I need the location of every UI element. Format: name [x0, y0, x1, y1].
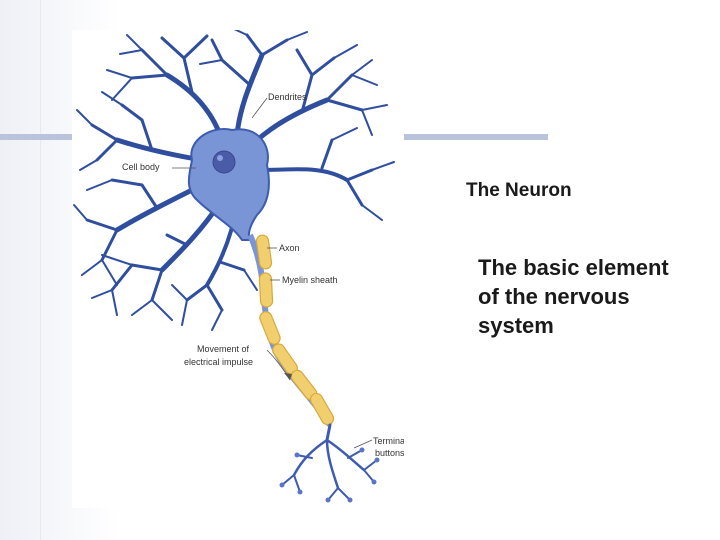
slide-title: The Neuron	[466, 180, 572, 201]
label-cell-body: Cell body	[122, 162, 160, 172]
label-leader-lines	[172, 97, 373, 449]
label-movement-line1: Movement of	[197, 344, 250, 354]
decorative-bar-left	[0, 134, 72, 140]
nucleus	[212, 150, 236, 174]
label-terminal-line1: Terminal	[373, 436, 404, 446]
myelin-sheath-segments	[255, 234, 335, 426]
neuron-diagram: Dendrites Cell body Axon Myelin sheath M…	[73, 30, 404, 503]
label-axon: Axon	[279, 243, 300, 253]
neuron-figure: Dendrites Cell body Axon Myelin sheath M…	[72, 30, 404, 508]
slide-body-text: The basic element of the nervous system	[478, 255, 669, 338]
decorative-vertical-line	[40, 0, 41, 540]
decorative-bar-right	[404, 134, 548, 140]
label-myelin-sheath: Myelin sheath	[282, 275, 338, 285]
terminal-buttons	[279, 447, 380, 503]
label-movement-line2: electrical impulse	[184, 357, 253, 367]
terminal-branches	[281, 423, 378, 501]
label-dendrites: Dendrites	[268, 92, 307, 102]
label-terminal-line2: buttons	[375, 448, 404, 458]
nucleus-highlight	[217, 155, 223, 161]
cell-body	[187, 128, 270, 241]
